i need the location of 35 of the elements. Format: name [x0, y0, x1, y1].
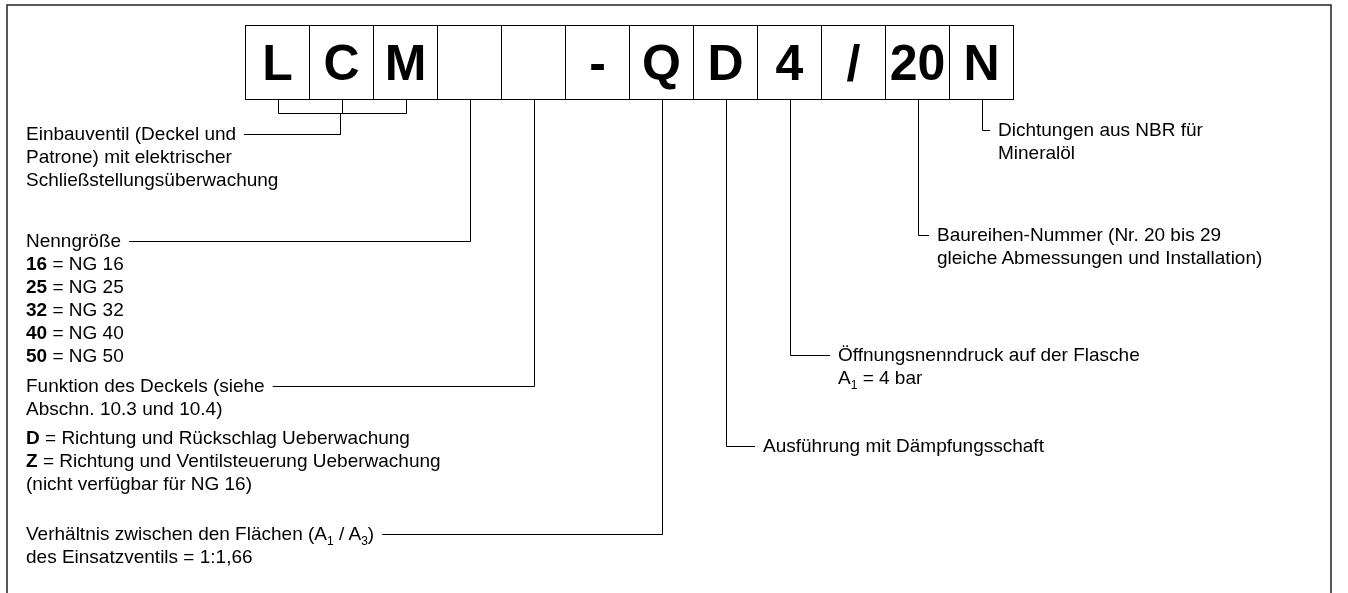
description-text: Nenngröße [26, 229, 123, 252]
leader-line [726, 99, 756, 447]
leader-line [243, 99, 407, 135]
description-text: D = Richtung und Rückschlag Ueberwachung [26, 426, 411, 449]
leader-line [790, 99, 831, 356]
description-text: Ausführung mit Dämpfungsschaft [763, 434, 1045, 457]
code-box: D [693, 25, 758, 100]
description-text: Funktion des Deckels (siehe Abschn. 10.3 und 10.4) [26, 374, 266, 420]
description-text: Dichtungen aus NBR für Mineralöl [998, 118, 1204, 164]
leader-line [982, 99, 991, 131]
description-text: 50 = NG 50 [26, 344, 125, 367]
empty-code-box [437, 25, 502, 100]
leader-line [381, 99, 663, 535]
description-text: 40 = NG 40 [26, 321, 125, 344]
description-text: Öffnungsnenndruck auf der Flasche A$_{1}$ = 4 bar [838, 343, 1141, 389]
description-text: 25 = NG 25 [26, 275, 125, 298]
leader-line [918, 99, 930, 236]
code-box: M [373, 25, 438, 100]
description-text: Z = Richtung und Ventilsteuerung Ueberwachung (nicht verfügbar für NG 16) [26, 449, 442, 495]
empty-code-box [501, 25, 566, 100]
description-text: 16 = NG 16 [26, 252, 125, 275]
code-box: - [565, 25, 630, 100]
code-box: C [309, 25, 374, 100]
code-box: L [245, 25, 310, 100]
leader-line [272, 99, 535, 387]
leader-line [128, 99, 471, 242]
code-box: 20 [885, 25, 950, 100]
description-text: 32 = NG 32 [26, 298, 125, 321]
code-box: / [821, 25, 886, 100]
code-box: N [949, 25, 1014, 100]
description-text: Baureihen-Nummer (Nr. 20 bis 29 gleiche Abmessungen und Installation) [937, 223, 1264, 269]
code-box: 4 [757, 25, 822, 100]
description-text: Einbauventil (Deckel und Patrone) mit elektrischer Schließstellungsüberwachung [26, 122, 280, 191]
description-text: Verhältnis zwischen den Flächen (A$_{1}$ / A$_{3}$) des Einsatzventils = 1:1,66 [26, 522, 376, 568]
code-box: Q [629, 25, 694, 100]
